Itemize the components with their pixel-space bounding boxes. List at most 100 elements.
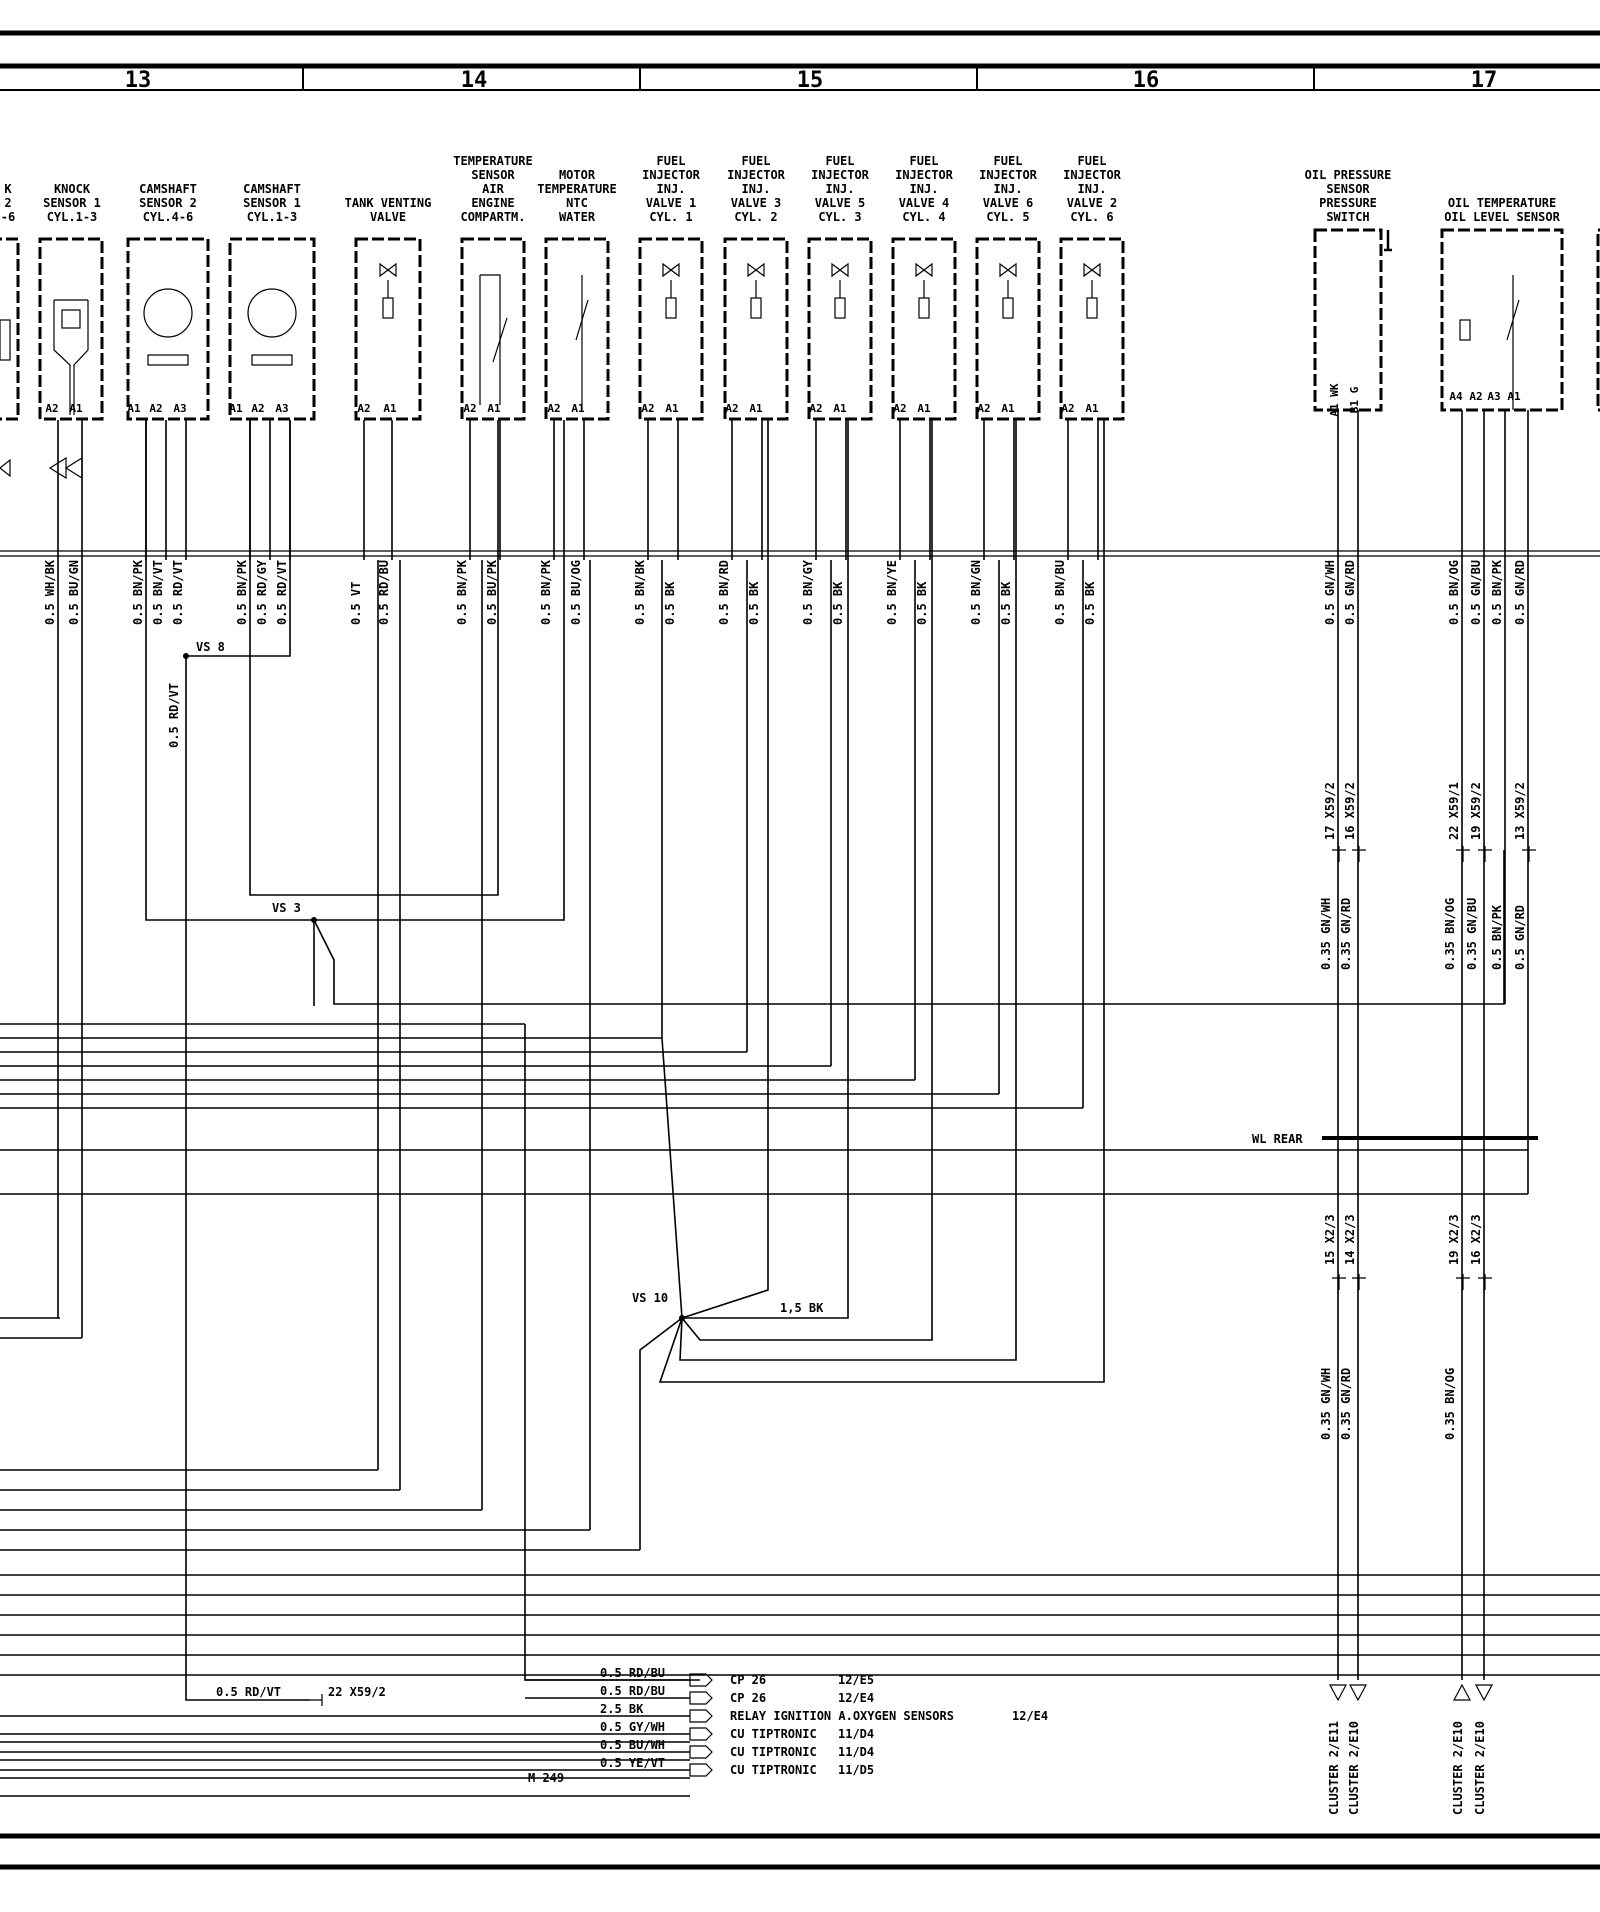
pin-label: A2 xyxy=(251,402,264,415)
wire-label: 0.5 GN/RD xyxy=(1513,905,1527,970)
wire-label: 0.5 BN/BK xyxy=(633,559,647,625)
coil-symbol xyxy=(382,297,394,319)
component-label-line: SENSOR 2 xyxy=(139,196,197,210)
cluster-labels: CLUSTER 2/E11 CLUSTER 2/E10 CLUSTER 2/E10 C… xyxy=(1327,1721,1487,1815)
component-label-line: VALVE 6 xyxy=(983,196,1034,210)
pin-label: A1 xyxy=(917,402,931,415)
component-label-line: VALVE 4 xyxy=(899,196,950,210)
injector-4-box xyxy=(891,237,957,421)
pin-label: A1 xyxy=(229,402,243,415)
wire-label: 0.5 GN/BU xyxy=(1469,560,1483,625)
component-label-line: OIL TEMPERATURE xyxy=(1448,196,1556,210)
component-label-line: FUEL xyxy=(826,154,855,168)
component-label-line: PRESSURE xyxy=(1319,196,1377,210)
cluster-label: CLUSTER 2/E10 xyxy=(1473,1721,1487,1815)
valve-symbol xyxy=(831,262,849,278)
component-label-line: CYL.1-3 xyxy=(47,210,98,224)
wire-label: 0.35 GN/RD xyxy=(1339,898,1353,970)
wire-label: 0.35 GN/WH xyxy=(1319,1368,1333,1440)
bottom-ref-label: 12/E4 xyxy=(838,1691,874,1705)
cluster-label: CLUSTER 2/E10 xyxy=(1347,1721,1361,1815)
bottom-ref-label: 11/D5 xyxy=(838,1763,874,1777)
bottom-rdvt: 0.5 RD/VT 22 X59/2 M 249 xyxy=(216,1685,564,1785)
column-14: 14 xyxy=(461,68,488,93)
component-label-line: FUEL xyxy=(994,154,1023,168)
tank-venting-valve-box xyxy=(354,237,422,421)
component-label-line: WATER xyxy=(559,210,596,224)
wire-label: 0.5 VT xyxy=(349,582,363,625)
component-label-line: TEMPERATURE xyxy=(453,154,532,168)
wire-label: 0.5 BK xyxy=(747,581,761,625)
component-label-line: ENGINE xyxy=(471,196,514,210)
bottom-ref-label: 11/D4 xyxy=(838,1745,874,1759)
bottom-wire-label: 2.5 BK xyxy=(600,1702,644,1716)
pin-label: A1 xyxy=(69,402,83,415)
wire-label: 0.5 BK xyxy=(831,581,845,625)
component-label-line: 2 xyxy=(4,196,11,210)
injector-2-box xyxy=(1059,237,1125,421)
component-label-line: FUEL xyxy=(1078,154,1107,168)
vertical-wires xyxy=(57,420,1099,1530)
splice-routing: VS 8 VS 3 VS 10 1,5 BK 0.5 RD/VT xyxy=(145,420,1505,1701)
wire-label: 0.5 BK xyxy=(663,581,677,625)
wire-label: 0.5 BN/VT xyxy=(151,560,165,625)
component-label-line: CYL. 4 xyxy=(902,210,945,224)
wire-label: 0.35 BN/OG xyxy=(1443,1368,1457,1440)
frame xyxy=(0,30,1600,1870)
wire-label: 0.5 BN/YE xyxy=(885,560,899,625)
pin-label: A4 xyxy=(1449,390,1463,403)
connector-arrow xyxy=(689,1763,713,1777)
component-label-line: VALVE 5 xyxy=(815,196,866,210)
bottom-wire-label: 0.5 RD/BU xyxy=(600,1666,665,1680)
bk15-label: 1,5 BK xyxy=(780,1301,824,1315)
bottom-dest-label: CP 26 xyxy=(730,1673,766,1687)
component-label-line: CYL. 2 xyxy=(734,210,777,224)
injector-symbols xyxy=(379,262,1101,319)
pin-label: A1 xyxy=(383,402,397,415)
component-label-line: CAMSHAFT xyxy=(139,182,197,196)
wire-label: 0.5 BU/PK xyxy=(485,559,499,625)
pin-label: A2 xyxy=(977,402,990,415)
pin-label: A1 xyxy=(1085,402,1099,415)
vs8-node xyxy=(183,653,189,659)
vs3-label: VS 3 xyxy=(272,901,301,915)
coil-symbol xyxy=(918,297,930,319)
valve-symbol xyxy=(379,262,397,278)
component-label-line: KNOCK xyxy=(54,182,91,196)
injector-6-box xyxy=(975,237,1041,421)
component-label-line: FUEL xyxy=(742,154,771,168)
wire-label: 0.5 GN/RD xyxy=(1513,560,1527,625)
wire-label: 0.5 BN/PK xyxy=(1490,559,1504,625)
pin-label: A1 xyxy=(1001,402,1015,415)
component-label-line: INJECTOR xyxy=(727,168,786,182)
component-label-line: FUEL xyxy=(910,154,939,168)
component-label-line: SENSOR xyxy=(471,168,515,182)
wire-label: 0.5 BN/BU xyxy=(1053,560,1067,625)
oil-pressure-box xyxy=(1313,228,1383,412)
bottom-ref-label: 11/D4 xyxy=(838,1727,874,1741)
bottom-wire-label: 0.5 BU/WH xyxy=(600,1738,665,1752)
vs8-label: VS 8 xyxy=(196,640,225,654)
wire-label: 0.5 BU/GN xyxy=(67,560,81,625)
cluster-label: CLUSTER 2/E11 xyxy=(1327,1721,1341,1815)
x59-connector-label: 16 X59/2 xyxy=(1343,782,1357,840)
cluster-label: CLUSTER 2/E10 xyxy=(1451,1721,1465,1815)
wire-label: 0.5 BN/GN xyxy=(969,560,983,625)
component-label-line: SENSOR xyxy=(1326,182,1370,196)
pin-label: A1 xyxy=(127,402,141,415)
wire-label: 0.5 BK xyxy=(1083,581,1097,625)
next-box xyxy=(1596,228,1600,412)
pin-label: A1 xyxy=(665,402,679,415)
wire-label: 0.5 GN/RD xyxy=(1343,560,1357,625)
wire-label: 0.5 RD/GY xyxy=(255,559,269,625)
x2-connector-label: 15 X2/3 xyxy=(1323,1214,1337,1265)
component-label-line: AIR xyxy=(482,182,504,196)
component-label-line: INJECTOR xyxy=(979,168,1038,182)
knock-sensor-2-box xyxy=(0,237,20,421)
pin-label: A2 xyxy=(357,402,370,415)
pin-label: A1 xyxy=(833,402,847,415)
pin-label: A2 xyxy=(641,402,654,415)
